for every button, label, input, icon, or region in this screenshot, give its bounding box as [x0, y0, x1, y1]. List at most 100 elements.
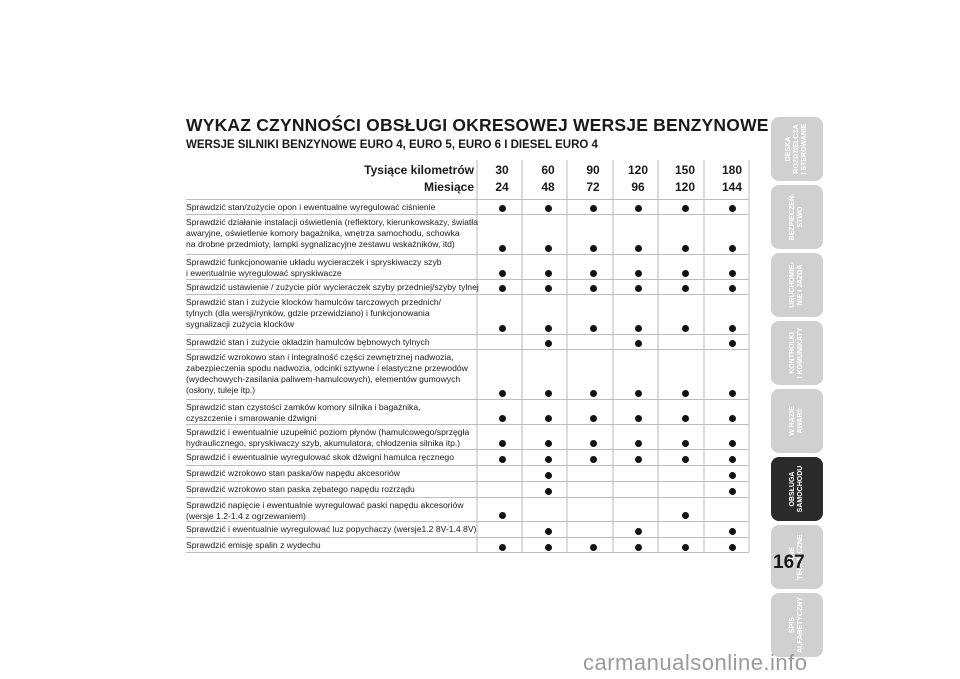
table-row: Sprawdzić emisję spalin z wydechu [186, 537, 749, 553]
chapter-tab[interactable]: BEZPIECZEŃ- STWO [771, 185, 823, 249]
service-mark-dot [589, 245, 597, 252]
service-mark-dot [498, 544, 506, 551]
km-value: 120 [627, 163, 649, 177]
months-value: 72 [586, 180, 600, 194]
table-row: Sprawdzić i ewentualnie wyregulować skok… [186, 449, 749, 465]
km-value: 150 [674, 163, 696, 177]
table-row: Sprawdzić działanie instalacji oświetlen… [186, 214, 749, 254]
table-row: Sprawdzić i ewentualnie wyregulować luz … [186, 521, 749, 537]
service-mark-dot [634, 245, 642, 252]
service-mark-dot [634, 456, 642, 463]
task-description: Sprawdzić stan i zużycie okładzin hamulc… [186, 337, 430, 347]
service-mark-dot [589, 285, 597, 292]
service-mark-dot [589, 440, 597, 447]
chapter-tab[interactable]: W RAZIE AWARII [771, 389, 823, 453]
task-description: Sprawdzić i ewentualnie wyregulować skok… [186, 452, 454, 462]
service-mark-dot [681, 544, 689, 551]
service-mark-dot [681, 415, 689, 422]
service-mark-dot [728, 472, 736, 479]
service-mark-dot [498, 512, 506, 519]
chapter-tab-label: W RAZIE AWARII [789, 406, 804, 436]
chapter-tab[interactable]: KONTROLKI I KOMUNIKATY [771, 321, 823, 385]
months-value: 48 [541, 180, 555, 194]
chapter-tab-label: URUCHOMIE- NIE I JAZDA [789, 262, 804, 308]
task-description: Sprawdzić wzrokowo stan i integralność c… [186, 352, 468, 395]
service-mark-dot [498, 390, 506, 397]
service-mark-dot [681, 440, 689, 447]
page-number: 167 [773, 552, 805, 573]
service-mark-dot [589, 205, 597, 212]
column-divider [748, 160, 750, 552]
service-mark-dot [728, 456, 736, 463]
chapter-tab[interactable]: DESKA ROZDZIELCZA I STEROWANIE [771, 117, 823, 181]
service-mark-dot [681, 456, 689, 463]
service-mark-dot [498, 245, 506, 252]
table-row: Sprawdzić funkcjonowanie układu wycierac… [186, 254, 749, 279]
service-mark-dot [498, 456, 506, 463]
task-description: Sprawdzić i ewentualnie wyregulować luz … [186, 524, 477, 534]
service-mark-dot [544, 270, 552, 277]
service-mark-dot [728, 528, 736, 535]
chapter-tab-label: OBSŁUGA SAMOCHODU [789, 465, 804, 513]
column-divider [566, 160, 568, 552]
km-header-row: Tysiące kilometrów 30 60 90 120 150 180 [186, 159, 749, 179]
task-description: Sprawdzić emisję spalin z wydechu [186, 540, 321, 550]
km-value: 30 [495, 163, 509, 177]
page-subtitle: WERSJE SILNIKI BENZYNOWE EURO 4, EURO 5,… [186, 139, 598, 151]
months-header-row: Miesiące 24 48 72 96 120 144 [186, 176, 749, 196]
service-mark-dot [544, 205, 552, 212]
service-mark-dot [589, 456, 597, 463]
task-description: Sprawdzić funkcjonowanie układu wycierac… [186, 257, 442, 278]
months-header-label: Miesiące [423, 180, 474, 194]
task-description: Sprawdzić stan/zużycie opon i ewentualne… [186, 202, 436, 212]
service-mark-dot [544, 415, 552, 422]
service-mark-dot [498, 325, 506, 332]
table-row: Sprawdzić wzrokowo stan paska zębatego n… [186, 481, 749, 497]
table-row: Sprawdzić wzrokowo stan paska/ów napędu … [186, 465, 749, 481]
column-divider [612, 160, 614, 552]
service-mark-dot [728, 245, 736, 252]
service-mark-dot [634, 390, 642, 397]
km-value: 60 [541, 163, 555, 177]
months-value: 24 [495, 180, 509, 194]
task-description: Sprawdzić napięcie i ewentualnie wyregul… [186, 500, 464, 521]
task-description: Sprawdzić ustawienie / zużycie piór wyci… [186, 282, 479, 292]
chapter-tab[interactable]: OBSŁUGA SAMOCHODU [771, 457, 823, 521]
table-row: Sprawdzić napięcie i ewentualnie wyregul… [186, 497, 749, 521]
table-row: Sprawdzić ustawienie / zużycie piór wyci… [186, 279, 749, 294]
km-value: 90 [586, 163, 600, 177]
service-mark-dot [728, 488, 736, 495]
months-value: 120 [674, 180, 696, 194]
service-mark-dot [498, 285, 506, 292]
column-divider [703, 160, 705, 552]
service-mark-dot [634, 544, 642, 551]
task-description: Sprawdzić działanie instalacji oświetlen… [186, 217, 478, 249]
chapter-tab[interactable]: URUCHOMIE- NIE I JAZDA [771, 253, 823, 317]
table-row: Sprawdzić wzrokowo stan i integralność c… [186, 349, 749, 399]
service-mark-dot [544, 325, 552, 332]
column-divider [521, 160, 523, 552]
service-mark-dot [544, 440, 552, 447]
service-mark-dot [634, 415, 642, 422]
km-value: 180 [721, 163, 743, 177]
table-row: Sprawdzić stan czystości zamków komory s… [186, 399, 749, 424]
service-mark-dot [544, 488, 552, 495]
km-header-label: Tysiące kilometrów [364, 163, 474, 177]
months-value: 96 [631, 180, 645, 194]
service-mark-dot [681, 390, 689, 397]
maintenance-table: Sprawdzić stan/zużycie opon i ewentualne… [186, 199, 749, 553]
service-mark-dot [728, 285, 736, 292]
service-mark-dot [728, 270, 736, 277]
service-mark-dot [728, 325, 736, 332]
table-row: Sprawdzić i ewentualnie uzupełnić poziom… [186, 424, 749, 449]
service-mark-dot [544, 285, 552, 292]
table-row: Sprawdzić stan/zużycie opon i ewentualne… [186, 199, 749, 214]
chapter-tab[interactable]: SPIS ALFABETYCZNY [771, 593, 823, 657]
service-mark-dot [634, 440, 642, 447]
chapter-tab[interactable]: DANE TECHNICZNE [771, 525, 823, 589]
chapter-tab-label: DESKA ROZDZIELCZA I STEROWANIE [785, 123, 808, 175]
task-description: Sprawdzić stan i zużycie klocków hamulcó… [186, 297, 442, 329]
service-mark-dot [498, 415, 506, 422]
service-mark-dot [681, 205, 689, 212]
watermark: carmanualsonline.info [583, 650, 808, 675]
